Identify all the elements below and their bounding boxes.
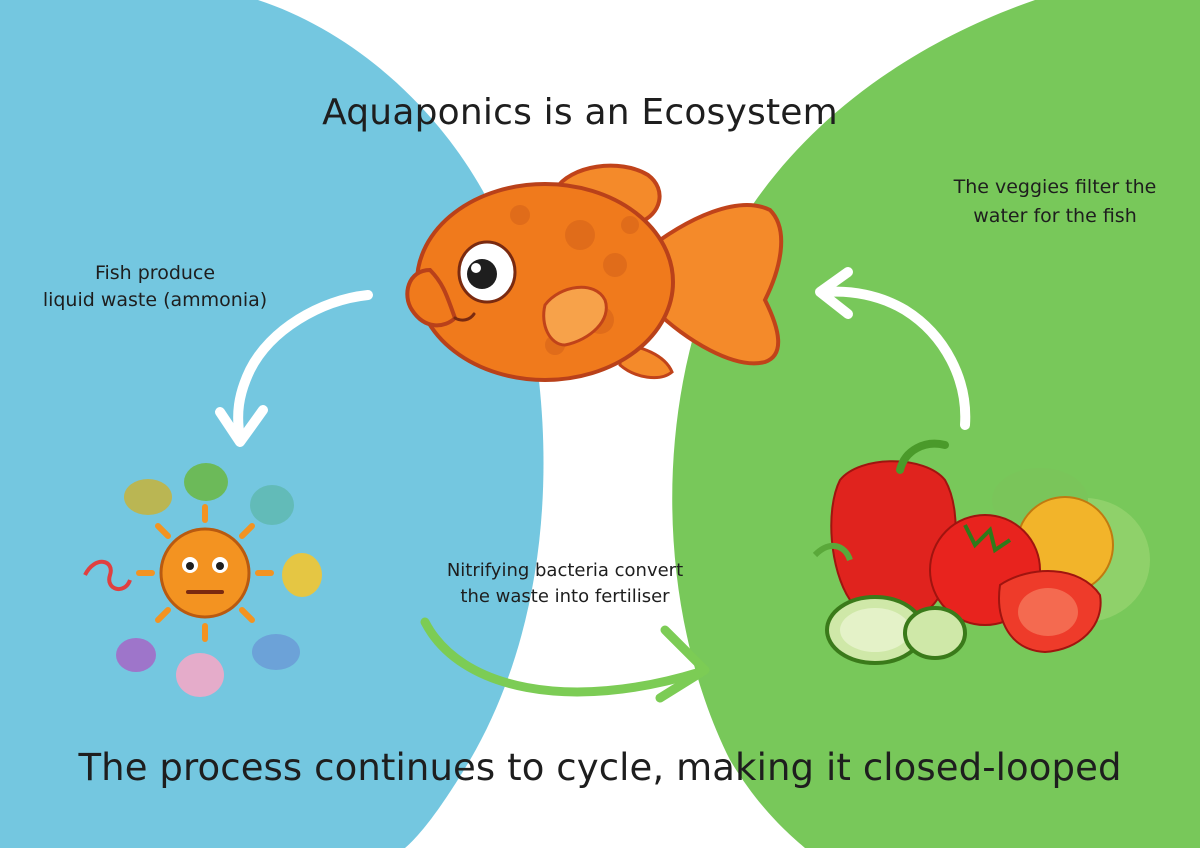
bacteria-cluster-icon xyxy=(83,463,322,697)
bacteria-conversion-note-line2: the waste into fertiliser xyxy=(460,586,670,607)
arrow-bacteria-to-veggies xyxy=(420,617,710,703)
cycle-footer: The process continues to cycle, making i… xyxy=(78,746,1122,789)
veggie-filter-note-line2: water for the fish xyxy=(973,205,1137,227)
bacteria-conversion-note: Nitrifying bacteria convert the waste in… xyxy=(400,558,730,610)
fish-waste-note: Fish produce liquid waste (ammonia) xyxy=(10,260,300,314)
bacteria-conversion-note-line1: Nitrifying bacteria convert xyxy=(446,560,684,581)
arrow-veggies-to-fish xyxy=(815,267,971,430)
blue-region xyxy=(0,0,544,848)
diagram-title: Aquaponics is an Ecosystem xyxy=(322,92,838,133)
arrow-fish-to-bacteria xyxy=(215,290,373,447)
goldfish-icon xyxy=(405,163,784,382)
vegetables-icon xyxy=(812,439,1150,665)
veggie-filter-note: The veggies filter the water for the fis… xyxy=(920,173,1190,231)
fish-waste-note-line1: Fish produce xyxy=(94,262,216,284)
fish-waste-note-line2: liquid waste (ammonia) xyxy=(42,289,268,311)
veggie-filter-note-line1: The veggies filter the xyxy=(953,176,1157,198)
